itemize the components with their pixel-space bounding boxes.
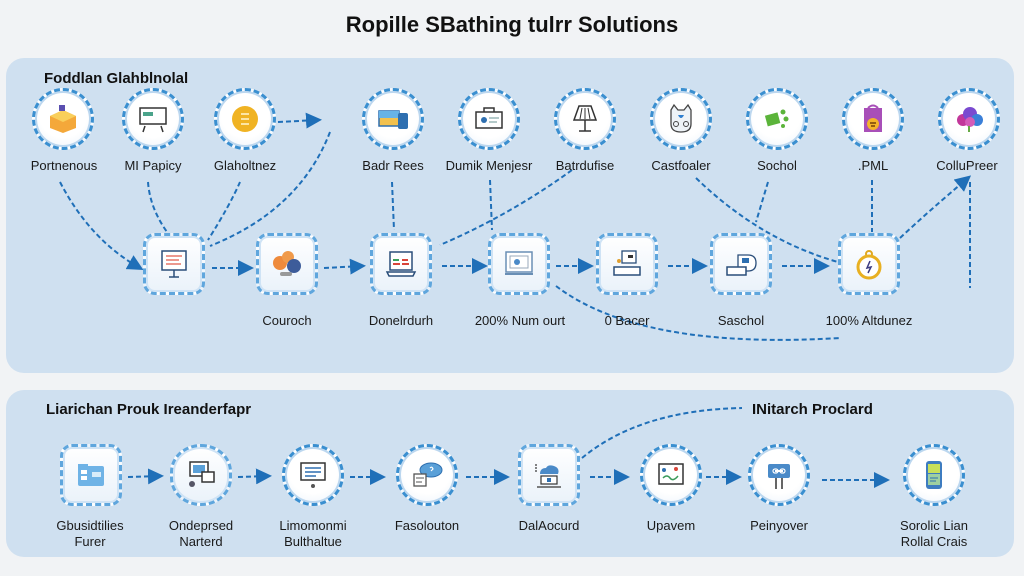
signpost-icon [768,464,790,489]
node-label: Sochol [757,158,797,173]
node-square[interactable] [710,233,772,295]
cloud-server-icon [535,464,561,488]
process-label: 0 Bacer [604,313,650,328]
node-circle[interactable] [903,444,965,506]
node-circle[interactable] [554,88,616,150]
node-circle[interactable] [32,88,94,150]
node-circle[interactable] [458,88,520,150]
laptop-cloud-icon [726,254,757,276]
node-circle[interactable] [362,88,424,150]
lamp-icon [572,105,598,132]
node-circle[interactable] [650,88,712,150]
printer-documents-icon [613,250,641,276]
node-square[interactable] [838,233,900,295]
step-label-line2: Narterd [179,534,223,549]
node-square[interactable] [256,233,318,295]
node-circle[interactable] [122,88,184,150]
page-title: Ropille SBathing tulrr Solutions [345,12,679,37]
step-label-line2: Furer [74,534,106,549]
document-list-icon [300,462,326,488]
process-label: Couroch [262,313,312,328]
step-label-line1: Limomonmi [279,518,347,533]
smartphone-icon [926,461,942,489]
node-square[interactable] [170,444,232,506]
dashboard-screen-icon [505,251,533,275]
colored-spheres-icon [273,251,301,276]
node-label: ColluPreer [936,158,998,173]
node-circle[interactable] [282,444,344,506]
node-label: Portnenous [30,158,98,173]
purple-bag-icon [864,104,882,132]
node-circle[interactable] [746,88,808,150]
step-label-line2: Rollal Crais [900,534,968,549]
node-circle[interactable] [640,444,702,506]
green-puzzle-icon [764,109,789,128]
cat-robot-icon [670,103,692,133]
step-label-line1: Sorolic Lian [900,518,968,533]
node-square[interactable] [143,233,205,295]
process-label: 200% Num ourt [474,313,566,328]
presentation-board-icon [161,250,187,278]
briefcase-screen-icon [475,107,503,129]
node-square[interactable] [488,233,550,295]
step-label-line1: Gbusidtilies [56,518,124,533]
top-panel-title: Foddlan Glahblnolal [44,70,189,87]
node-circle[interactable] [748,444,810,506]
gold-coin-icon [232,106,258,132]
node-label: MI Papicy [124,158,182,173]
laptop-chart-icon [385,251,417,277]
node-circle[interactable] [938,88,1000,150]
step-label-line1: Fasolouton [394,518,460,533]
step-label-line1: DalAocurd [518,518,580,533]
devices-icon [189,461,215,487]
step-label-line2: Bulthaltue [284,534,342,549]
node-circle[interactable] [214,88,276,150]
node-square[interactable] [60,444,122,506]
stopwatch-icon [856,250,882,280]
cube-box-icon [50,105,76,133]
node-circle[interactable] [842,88,904,150]
folder-files-icon [78,464,104,486]
callout-title: INitarch Proclard [752,401,873,418]
node-circle[interactable] [396,444,458,506]
node-label: Castfoaler [651,158,711,173]
photo-cards-icon [378,110,408,129]
bottom-panel-title: Liarichan Prouk Ireanderfapr [46,401,252,418]
step-label-line1: Ondeprsed [168,518,234,533]
process-label: Donelrdurh [368,313,434,328]
step-label-line1: Peinyover [750,518,808,533]
node-square[interactable] [370,233,432,295]
node-label: Batrdufise [555,158,615,173]
step-label-line1: Upavem [646,518,696,533]
process-label: Saschol [717,313,765,328]
whiteboard-icon [658,463,684,485]
node-label: Glaholtnez [213,158,277,173]
colorful-cloud-icon [957,107,983,132]
node-square[interactable] [596,233,658,295]
process-label: 100% Altdunez [825,313,913,328]
chat-bubble-icon [413,462,443,487]
node-label: Badr Rees [362,158,424,173]
node-label: Dumik Menjesr [445,158,533,173]
node-square[interactable] [518,444,580,506]
node-label: .PML [857,158,889,173]
monitor-chart-icon [139,107,167,133]
